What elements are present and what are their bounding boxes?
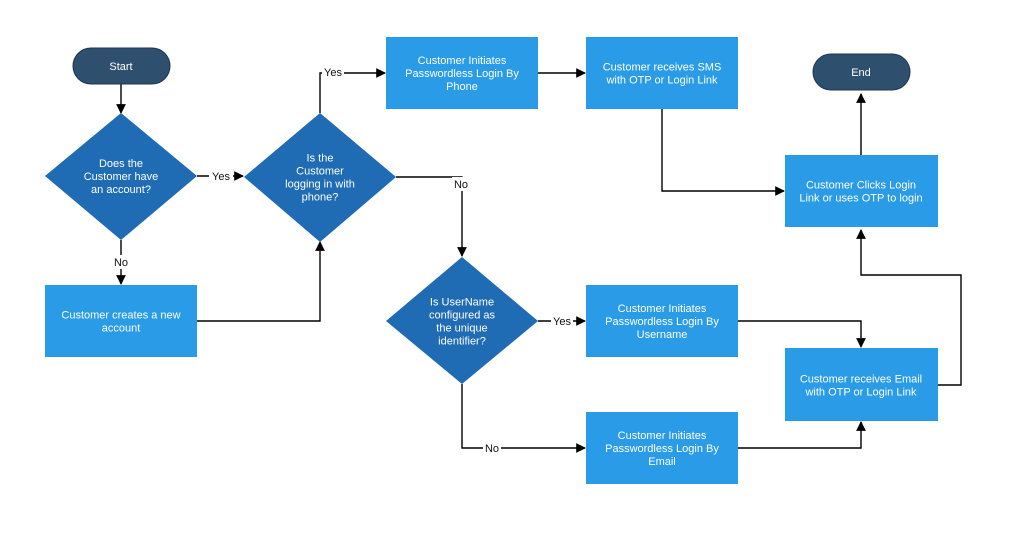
text-line: Passwordless Login By xyxy=(605,443,719,455)
end-terminal: End xyxy=(812,53,911,91)
label-account-yes: Yes xyxy=(212,171,230,183)
start-terminal: Start xyxy=(72,47,171,85)
text-line: Customer Initiates xyxy=(618,303,707,315)
end-label: End xyxy=(851,67,871,79)
text-line: Customer Clicks Login xyxy=(806,180,916,192)
text-line: Customer xyxy=(296,166,344,178)
text-line: Username xyxy=(637,329,688,341)
text-line: Passwordless Login By xyxy=(605,316,719,328)
text-line: configured as xyxy=(429,310,496,322)
edge-login-username-to-email xyxy=(738,320,866,348)
text-line: Is UserName xyxy=(430,297,494,309)
text-line: Customer creates a new xyxy=(61,310,180,322)
edge-login-email-to-email xyxy=(738,421,866,449)
start-label: Start xyxy=(109,61,132,73)
text-line: Does the xyxy=(99,158,143,170)
text-line: Email xyxy=(648,456,676,468)
text-line: phone? xyxy=(302,192,339,204)
edge-labels: Yes No Yes No Yes No xyxy=(112,65,573,455)
text-line: logging in with xyxy=(285,179,355,191)
text-line: an account? xyxy=(91,184,151,196)
label-phone-yes: Yes xyxy=(324,67,342,79)
text-line: Customer Initiates xyxy=(418,55,507,67)
text-line: the unique xyxy=(436,323,487,335)
text-line: Phone xyxy=(446,81,478,93)
label-username-yes: Yes xyxy=(553,316,571,328)
label-account-no: No xyxy=(114,257,128,269)
edge-create-account-to-phone xyxy=(197,241,325,322)
edge-username-no xyxy=(461,384,586,453)
text-line: Link or uses OTP to login xyxy=(799,193,922,205)
text-line: Passwordless Login By xyxy=(405,68,519,80)
edge-sms-to-clicks xyxy=(661,108,785,196)
text-line: Customer receives Email xyxy=(800,374,922,386)
label-phone-no: No xyxy=(454,179,468,191)
text-line: Is the xyxy=(307,153,334,165)
text-line: Customer Initiates xyxy=(618,430,707,442)
label-username-no: No xyxy=(485,443,499,455)
edge-email-to-clicks xyxy=(856,229,962,386)
text-line: identifier? xyxy=(438,336,486,348)
text-line: Customer receives SMS xyxy=(603,62,722,74)
edge-phone-yes xyxy=(319,68,386,113)
text-line: account xyxy=(102,323,141,335)
text-line: with OTP or Login Link xyxy=(605,75,718,87)
text-line: with OTP or Login Link xyxy=(804,387,917,399)
text-line: Customer have xyxy=(84,171,159,183)
